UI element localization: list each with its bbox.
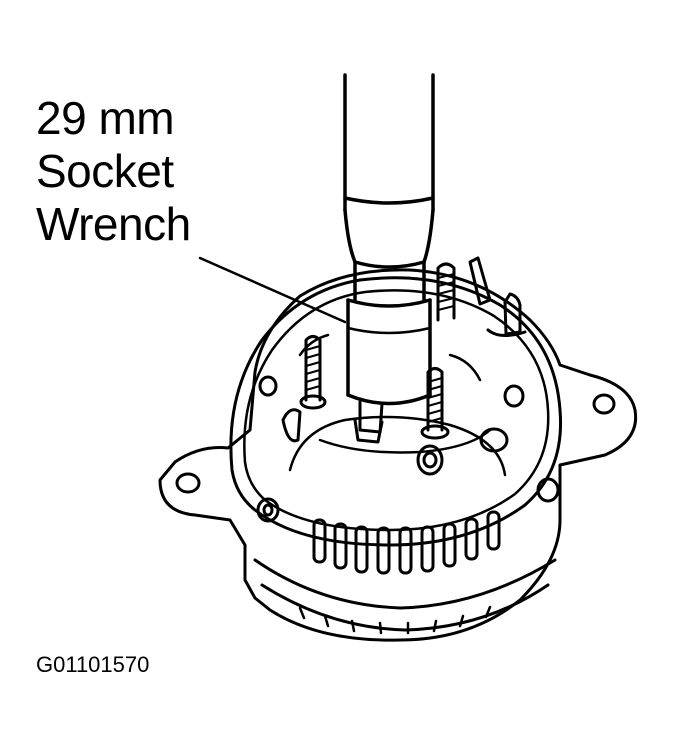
callout-line-tool-1: Socket [36, 145, 174, 197]
mount-hole-left [175, 472, 201, 494]
figure-id: G01101570 [36, 652, 150, 677]
cooling-slots [312, 510, 501, 575]
bottom-vents [298, 605, 492, 635]
rear-cover [229, 276, 563, 547]
stud-left [299, 335, 327, 410]
terminal-tab [468, 256, 527, 337]
callout-line-size: 29 mm [36, 92, 175, 144]
housing-flange [158, 268, 638, 642]
callout-line-tool-2: Wrench [36, 198, 191, 250]
socket-wrench [343, 73, 435, 434]
stud-rear [436, 262, 456, 322]
mount-hole-right [592, 393, 616, 415]
leader-line [198, 256, 347, 324]
socket-wrench-callout: 29 mm Socket Wrench [36, 92, 191, 251]
stud-center [420, 367, 450, 440]
